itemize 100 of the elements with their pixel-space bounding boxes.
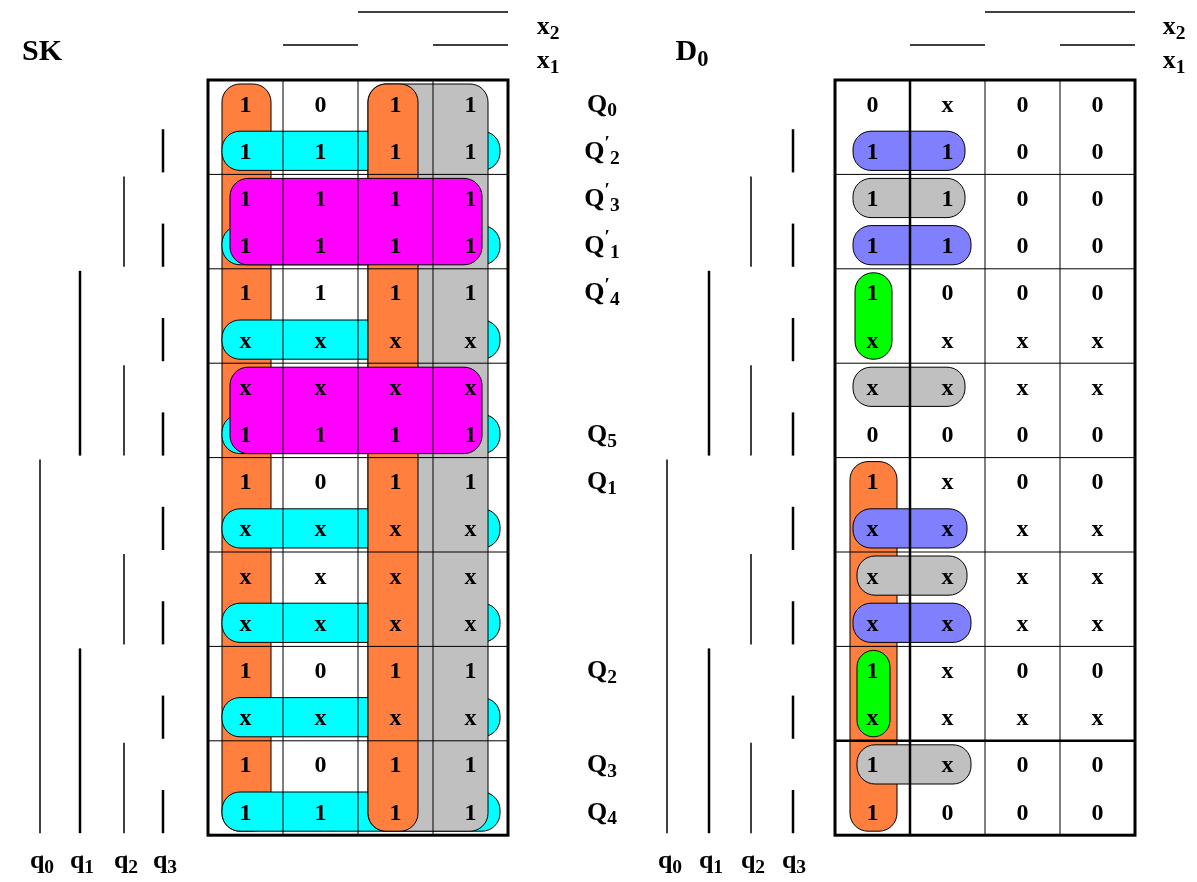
map-value: 0 [1091, 469, 1104, 494]
map-value: 0 [1016, 752, 1029, 777]
variable-label: q$_{1}$ [698, 847, 724, 873]
map-value: 1 [941, 233, 954, 258]
map-value: 0 [941, 422, 954, 446]
map-value: x [239, 516, 252, 541]
map-value: 0 [1091, 138, 1104, 163]
map-value: 1 [239, 186, 252, 210]
state-label: Q$_{5}$ [587, 421, 617, 447]
map-value: 1 [389, 752, 402, 777]
map-value: x [941, 610, 954, 635]
map-value: x [314, 516, 327, 541]
map-value: 1 [314, 280, 327, 305]
map-value: 0 [1016, 658, 1029, 682]
map-title: D$_{0}$ [675, 35, 709, 65]
map-value: x [389, 610, 402, 635]
map-value: x [941, 469, 954, 494]
map-value: 0 [1091, 799, 1104, 824]
map-value: 1 [464, 469, 477, 494]
map-value: x [941, 516, 954, 541]
variable-label: x$_{1}$ [1162, 47, 1186, 73]
state-label: Q$_{1}$ [587, 468, 617, 495]
map-value: x [1091, 610, 1104, 635]
map-value: x [464, 374, 477, 399]
map-value: 0 [1091, 280, 1104, 305]
map-value: 1 [464, 186, 477, 210]
map-value: x [314, 705, 327, 730]
map-value: x [314, 563, 327, 588]
map-value: 1 [389, 280, 402, 305]
map-value: 1 [239, 280, 252, 305]
map-value: x [314, 327, 327, 352]
map-value: x [866, 374, 879, 399]
map-value: x [941, 374, 954, 399]
map-value: 0 [314, 752, 327, 777]
map-value: 0 [1016, 280, 1029, 305]
map-value: 0 [1016, 469, 1029, 494]
map-value: 0 [941, 799, 954, 824]
map-value: x [464, 327, 477, 352]
map-value: 0 [314, 469, 327, 494]
map-value: 1 [389, 186, 402, 210]
map-value: 1 [389, 233, 402, 258]
state-label: Q$_{2}$ [587, 657, 617, 683]
map-value: 1 [239, 752, 252, 777]
map-value: 0 [866, 422, 879, 446]
map-value: 1 [239, 233, 252, 258]
map-value: 1 [464, 799, 477, 824]
map-value: 1 [866, 233, 879, 258]
map-value: 1 [239, 469, 252, 494]
map-value: x [314, 610, 327, 635]
map-value: 1 [941, 186, 954, 210]
map-value: 1 [866, 752, 879, 777]
variable-label: q$_{0}$ [657, 847, 683, 873]
map-value: x [866, 327, 879, 352]
map-value: x [389, 327, 402, 352]
map-value: 1 [314, 233, 327, 258]
map-value: 1 [464, 422, 477, 446]
map-value: 1 [389, 91, 402, 116]
map-value: x [239, 327, 252, 352]
map-value: x [1016, 610, 1029, 635]
variable-label: x$_{2}$ [536, 13, 560, 39]
map-value: 0 [1016, 799, 1029, 824]
map-value: x [1016, 374, 1029, 399]
map-value: x [941, 563, 954, 588]
map-value: 1 [389, 469, 402, 494]
map-value: 0 [1091, 91, 1104, 116]
map-value: x [239, 705, 252, 730]
map-value: 1 [941, 138, 954, 163]
map-value: x [941, 658, 954, 682]
map-value: 1 [239, 422, 252, 446]
map-title: SK [22, 35, 62, 65]
map-value: 1 [389, 138, 402, 163]
map-value: 0 [314, 91, 327, 116]
state-label: Q$_{0}$ [587, 90, 617, 117]
map-value: x [941, 705, 954, 730]
map-value: x [1016, 516, 1029, 541]
map-value: 1 [314, 799, 327, 824]
map-value: x [1091, 705, 1104, 730]
map-value: x [1091, 563, 1104, 588]
map-value: 1 [314, 138, 327, 163]
map-value: 0 [1091, 752, 1104, 777]
map-value: x [941, 327, 954, 352]
map-value: 1 [464, 280, 477, 305]
map-value: x [941, 752, 954, 777]
map-value: 1 [239, 138, 252, 163]
map-value: 1 [866, 186, 879, 210]
map-value: 0 [1091, 233, 1104, 258]
map-value: x [464, 610, 477, 635]
map-value: 0 [314, 658, 327, 682]
map-value: x [866, 705, 879, 730]
variable-label: q$_{2}$ [113, 847, 139, 873]
variable-label: q$_{0}$ [29, 847, 55, 873]
map-value: x [464, 705, 477, 730]
variable-label: q$_{2}$ [740, 847, 766, 873]
map-value: x [389, 374, 402, 399]
map-value: 1 [239, 799, 252, 824]
variable-label: q$_{1}$ [69, 847, 95, 873]
map-value: x [1091, 327, 1104, 352]
map-value: x [866, 610, 879, 635]
map-value: x [866, 563, 879, 588]
map-value: 1 [314, 186, 327, 210]
